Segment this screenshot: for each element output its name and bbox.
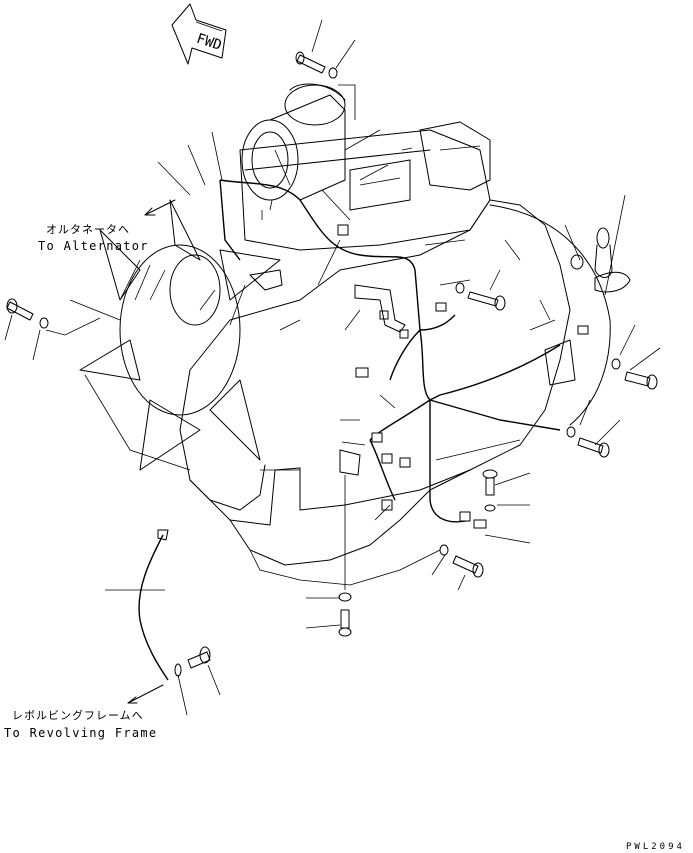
wiring-harness	[219, 179, 561, 523]
bolt-left	[6, 298, 49, 329]
callout-arrows	[127, 199, 176, 704]
alternator-label-jp: オルタネータへ	[46, 223, 130, 236]
bolt-right	[611, 358, 658, 390]
flywheel-housing	[489, 204, 611, 426]
bolt-bottom	[338, 592, 352, 637]
pressure-sensor	[570, 227, 631, 293]
alternator-label-en: To Alternator	[38, 239, 149, 253]
engine-block	[179, 199, 571, 586]
bolt-bottom-mid	[439, 544, 484, 578]
fwd-arrow: FWD	[171, 3, 227, 65]
turbocharger	[241, 83, 346, 201]
cylinder-head	[239, 121, 491, 251]
cooling-fan	[79, 199, 281, 471]
drawing-code: PWL2094	[626, 842, 685, 852]
revolving-frame-label-jp: レボルビングフレームへ	[12, 709, 144, 722]
leader-lines	[4, 19, 661, 716]
brackets	[249, 269, 576, 476]
bolt-top	[295, 51, 338, 79]
fwd-label: FWD	[194, 31, 223, 54]
bolt-mid-right	[455, 282, 506, 311]
ground-cable	[138, 529, 211, 681]
connectors	[337, 224, 589, 529]
bolt-vertical	[482, 469, 498, 512]
bolt-lower-right	[566, 426, 610, 458]
revolving-frame-label-en: To Revolving Frame	[4, 726, 158, 740]
